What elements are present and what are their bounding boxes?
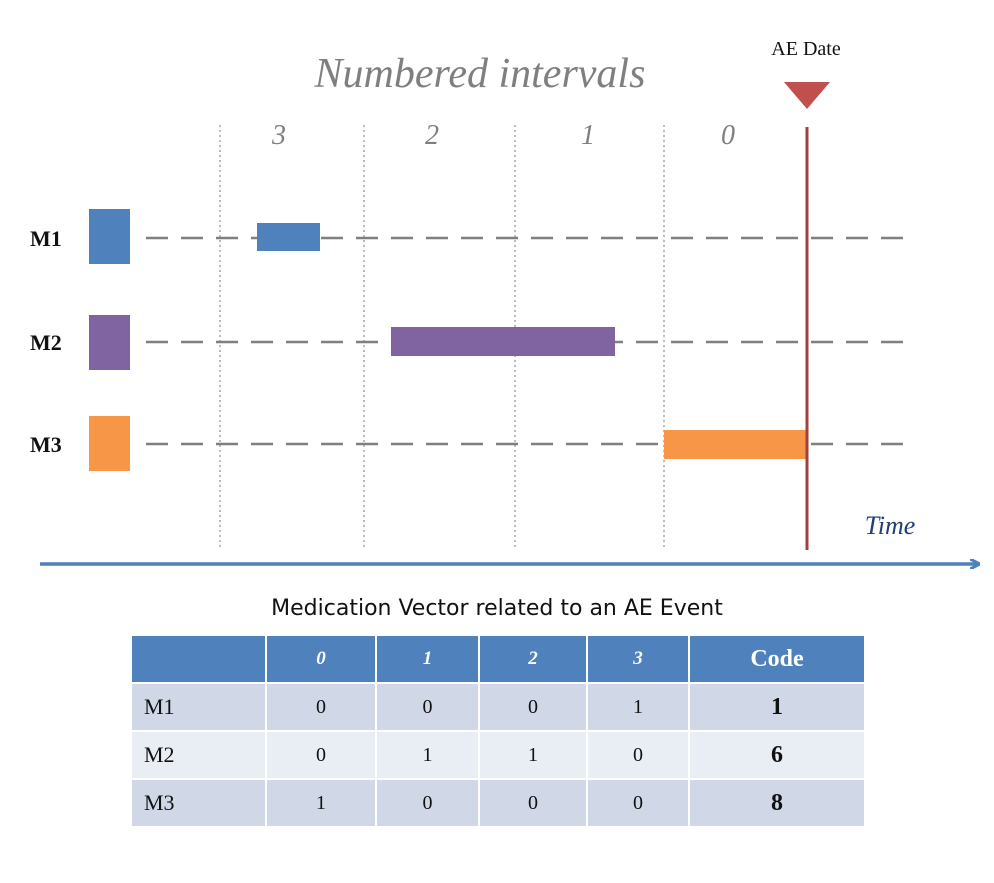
cell-value: 0: [375, 682, 480, 732]
cell-value: 1: [586, 682, 690, 732]
table-header-row: 0 1 2 3 Code: [130, 634, 866, 684]
cell-value: 1: [375, 730, 480, 780]
table-row: M1 0 0 0 1 1: [130, 682, 866, 732]
time-label: Time: [865, 511, 916, 540]
header-cell: 2: [478, 634, 588, 684]
table-caption: Medication Vector related to an AE Event: [271, 596, 723, 621]
m2-label: M2: [30, 330, 62, 355]
row-label: M3: [130, 778, 267, 828]
table-row: M2 0 1 1 0 6: [130, 730, 866, 780]
m3-swatch: [89, 416, 130, 471]
cell-value: 0: [586, 730, 690, 780]
cell-value: 1: [265, 778, 377, 828]
m2-exposure-bar: [391, 327, 615, 356]
header-cell: [130, 634, 267, 684]
ae-date-label: AE Date: [771, 38, 841, 60]
cell-value: 0: [265, 682, 377, 732]
interval-label: 1: [581, 120, 595, 151]
cell-value: 0: [478, 682, 588, 732]
interval-label: 0: [721, 120, 735, 151]
interval-label: 2: [425, 120, 439, 151]
header-cell: 3: [586, 634, 690, 684]
header-cell: 0: [265, 634, 377, 684]
cell-value: 0: [265, 730, 377, 780]
cell-code: 8: [688, 778, 866, 828]
diagram-title: Numbered intervals: [314, 51, 646, 97]
ae-date-marker: [784, 82, 830, 109]
header-cell-code: Code: [688, 634, 866, 684]
medication-vector-table: 0 1 2 3 Code M1 0 0 0 1 1 M2 0 1 1 0 6 M…: [130, 634, 866, 828]
m3-label: M3: [30, 432, 62, 457]
m1-exposure-bar: [257, 223, 320, 251]
cell-value: 0: [375, 778, 480, 828]
table-row: M3 1 0 0 0 8: [130, 778, 866, 828]
m2-swatch: [89, 315, 130, 370]
cell-value: 0: [586, 778, 690, 828]
interval-label: 3: [271, 120, 286, 151]
cell-code: 6: [688, 730, 866, 780]
cell-code: 1: [688, 682, 866, 732]
cell-value: 1: [478, 730, 588, 780]
m3-exposure-bar: [664, 430, 807, 459]
row-label: M1: [130, 682, 267, 732]
m1-label: M1: [30, 226, 62, 251]
header-cell: 1: [375, 634, 480, 684]
m1-swatch: [89, 209, 130, 264]
timeline-diagram: Numbered intervals 3 2 1 0 M1 M2 M3 AE D…: [30, 38, 994, 600]
row-label: M2: [130, 730, 267, 780]
cell-value: 0: [478, 778, 588, 828]
